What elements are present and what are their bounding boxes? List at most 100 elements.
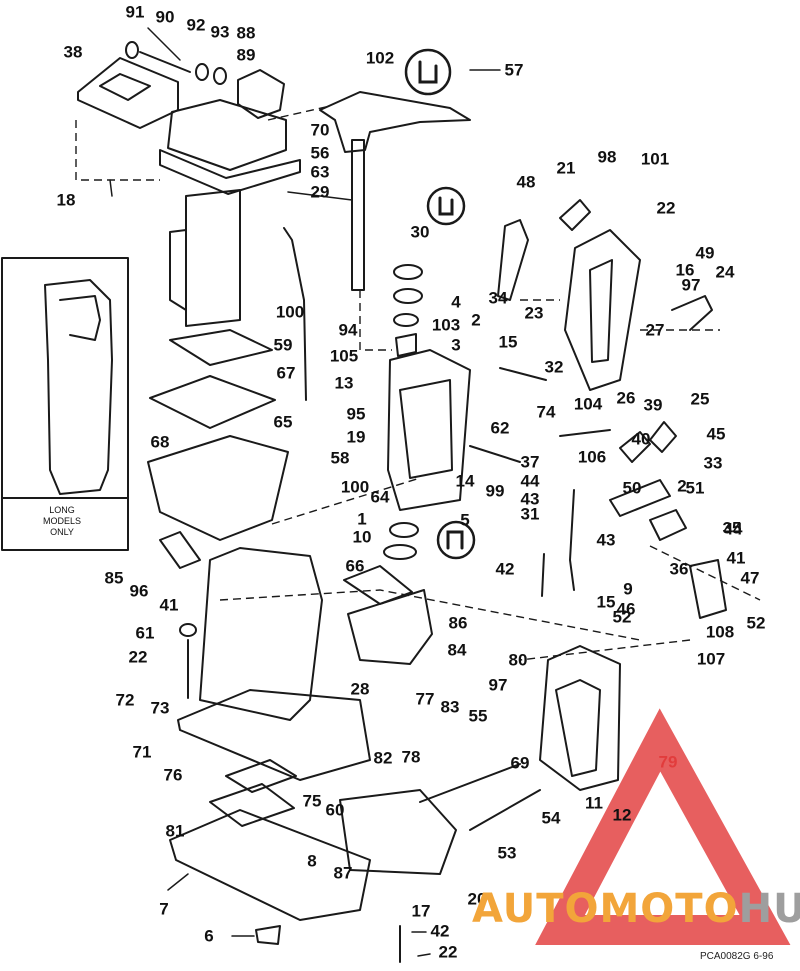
watermark-triangle	[535, 708, 791, 945]
watermark-text: AUTOMOTOHUB	[472, 886, 800, 932]
callout-49: 49	[695, 243, 715, 263]
callout-98: 98	[597, 147, 617, 167]
callout-100: 100	[340, 477, 370, 497]
figure-code: PCA0082G 6-96	[700, 951, 774, 962]
callout-58: 58	[330, 448, 350, 468]
callout-87: 87	[333, 863, 353, 883]
callout-41: 41	[159, 595, 179, 615]
callout-52: 52	[746, 613, 766, 633]
callout-102: 102	[365, 48, 395, 68]
part-63-gasket	[159, 149, 301, 195]
part-70-cap	[237, 69, 285, 119]
callout-78: 78	[401, 747, 421, 767]
callout-3: 3	[451, 335, 461, 355]
callout-65: 65	[273, 412, 293, 432]
callout-61: 61	[135, 623, 155, 643]
callout-99: 99	[485, 481, 505, 501]
part-24-bolt	[671, 295, 713, 331]
callout-50: 50	[622, 478, 642, 498]
callout-29: 29	[310, 182, 330, 202]
callout-31: 31	[520, 504, 540, 524]
callout-15: 15	[498, 332, 518, 352]
callout-23: 23	[524, 303, 544, 323]
callout-104: 104	[573, 394, 603, 414]
callout-14: 14	[455, 471, 475, 491]
callout-54: 54	[541, 808, 561, 828]
callout-12: 12	[612, 805, 632, 825]
callout-43: 43	[596, 530, 616, 550]
callout-41: 41	[726, 548, 746, 568]
callout-52: 52	[612, 607, 632, 627]
callout-77: 77	[415, 689, 435, 709]
callout-106: 106	[577, 447, 607, 467]
callout-96: 96	[129, 581, 149, 601]
part-59-exhaust	[185, 189, 241, 327]
callout-7: 7	[159, 899, 169, 919]
callout-84: 84	[447, 640, 467, 660]
callout-75: 75	[302, 791, 322, 811]
part-38-plate	[77, 57, 179, 129]
callout-94: 94	[338, 320, 358, 340]
callout-55: 55	[468, 706, 488, 726]
callout-44: 44	[520, 471, 540, 491]
callout-16: 16	[675, 260, 695, 280]
part-61-housing	[199, 547, 323, 721]
part-78-cover	[339, 789, 457, 875]
callout-6: 6	[204, 926, 214, 946]
callout-22: 22	[438, 942, 458, 962]
callout-91: 91	[125, 2, 145, 22]
part-10-cover	[343, 565, 413, 605]
callout-59: 59	[273, 335, 293, 355]
callout-80: 80	[508, 650, 528, 670]
part-64-cover	[347, 589, 433, 665]
lock-direction-icon	[404, 48, 452, 96]
callout-56: 56	[310, 143, 330, 163]
callout-27: 27	[645, 320, 665, 340]
callout-18: 18	[56, 190, 76, 210]
callout-63: 63	[310, 162, 330, 182]
callout-38: 38	[63, 42, 83, 62]
part-67-gasket	[169, 329, 273, 366]
callout-88: 88	[236, 23, 256, 43]
callout-66: 66	[345, 556, 365, 576]
callout-2: 2	[471, 310, 481, 330]
callout-86: 86	[448, 613, 468, 633]
callout-24: 24	[715, 262, 735, 282]
part-48-lever	[497, 219, 529, 301]
callout-100: 100	[275, 302, 305, 322]
callout-20: 20	[467, 889, 487, 909]
callout-51: 51	[685, 478, 705, 498]
callout-22: 22	[128, 647, 148, 667]
callout-40: 40	[631, 429, 651, 449]
callout-39: 39	[643, 395, 663, 415]
part-68-gasket	[149, 375, 276, 429]
callout-79: 79	[658, 752, 678, 772]
callout-64: 64	[370, 487, 390, 507]
callout-36: 36	[669, 559, 689, 579]
callout-35: 35	[722, 518, 742, 538]
callout-28: 28	[350, 679, 370, 699]
callout-69: 69	[510, 753, 530, 773]
callout-25: 25	[690, 389, 710, 409]
callout-2: 2	[677, 476, 687, 496]
callout-57: 57	[504, 60, 524, 80]
callout-30: 30	[410, 222, 430, 242]
part-65-cover	[147, 435, 289, 541]
part-23-stern-bracket	[564, 229, 641, 391]
inset-note-long-models: LONG MODELS ONLY	[42, 505, 81, 537]
callout-68: 68	[150, 432, 170, 452]
callout-72: 72	[115, 690, 135, 710]
callout-70: 70	[310, 120, 330, 140]
callout-73: 73	[150, 698, 170, 718]
inset-shroud	[44, 279, 113, 495]
callout-60: 60	[325, 800, 345, 820]
callout-4: 4	[451, 292, 461, 312]
callout-93: 93	[210, 22, 230, 42]
callout-90: 90	[155, 7, 175, 27]
callout-83: 83	[440, 697, 460, 717]
part-28-bracket	[539, 645, 621, 791]
callout-97: 97	[681, 275, 701, 295]
callout-44: 44	[723, 519, 743, 539]
callout-15: 15	[596, 592, 616, 612]
